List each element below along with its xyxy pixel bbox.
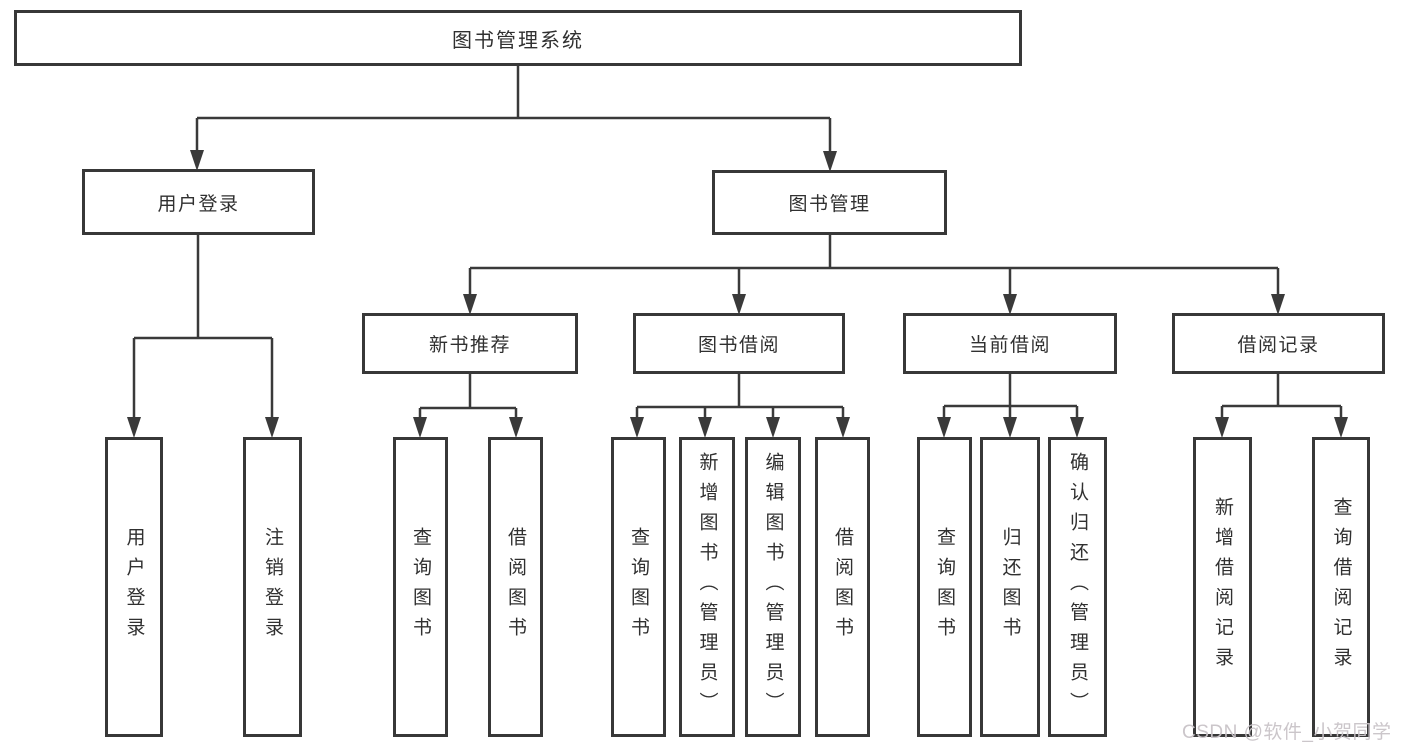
leaf-logout: 注销登录 xyxy=(243,437,302,737)
watermark-text: CSDN @软件_小贺同学 xyxy=(1182,722,1392,743)
node-borrow-records: 借阅记录 xyxy=(1172,313,1385,374)
leaf-query-books-current: 查询图书 xyxy=(917,437,972,737)
leaf-query-books-borrow: 查询图书 xyxy=(611,437,666,737)
arrowheads xyxy=(127,150,1348,438)
leaf-add-borrow-record: 新增借阅记录 xyxy=(1193,437,1252,737)
node-new-book-recommend: 新书推荐 xyxy=(362,313,578,374)
leaf-borrow-books-recommend: 借阅图书 xyxy=(488,437,543,737)
node-system-root: 图书管理系统 xyxy=(14,10,1022,66)
node-current-borrow: 当前借阅 xyxy=(903,313,1117,374)
node-book-management: 图书管理 xyxy=(712,170,947,235)
leaf-query-books-recommend: 查询图书 xyxy=(393,437,448,737)
node-user-login: 用户登录 xyxy=(82,169,315,235)
leaf-return-book: 归还图书 xyxy=(980,437,1040,737)
leaf-add-book-admin: 新增图书（管理员） xyxy=(679,437,735,737)
leaf-borrow-books-borrow: 借阅图书 xyxy=(815,437,870,737)
leaf-query-borrow-record: 查询借阅记录 xyxy=(1312,437,1370,737)
node-book-borrow: 图书借阅 xyxy=(633,313,845,374)
leaf-user-login: 用户登录 xyxy=(105,437,163,737)
leaf-confirm-return-admin: 确认归还（管理员） xyxy=(1048,437,1107,737)
leaf-edit-book-admin: 编辑图书（管理员） xyxy=(745,437,801,737)
